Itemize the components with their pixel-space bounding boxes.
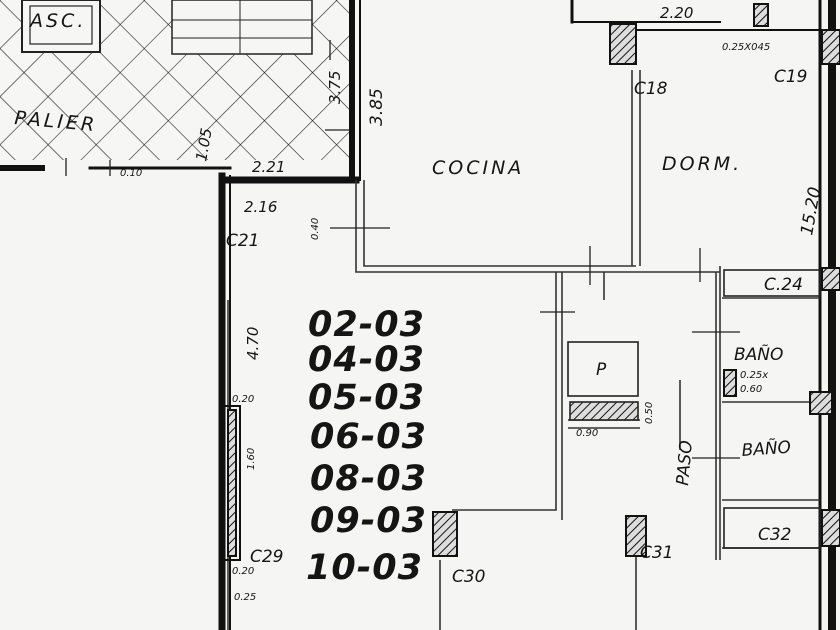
dimension-4-70: 4.70 (244, 327, 262, 360)
dimension-1-60: 1.60 (246, 448, 257, 470)
dimension-2-20: 2.20 (660, 4, 693, 22)
dimension-2-16: 2.16 (244, 198, 277, 216)
column-label-c24: C.24 (764, 275, 803, 295)
room-label-cocina: COCINA (432, 157, 524, 179)
dimension-0-40: 0.40 (310, 218, 321, 240)
room-label-paso: PASO (673, 440, 697, 487)
dimension-0-20-top: 0.20 (232, 394, 254, 405)
room-label-asc: ASC. (28, 10, 86, 32)
dimension-1-05: 1.05 (192, 127, 216, 163)
columns (223, 3, 840, 561)
column-label-c31: C31 (640, 543, 674, 563)
dimension-0-10: 0.10 (120, 168, 142, 179)
fixture-label-p: P (596, 360, 607, 380)
dimension-0-50: 0.50 (644, 402, 655, 424)
dimension-0-25x-line2: 0.60 (740, 384, 762, 395)
dimension-3-85: 3.85 (367, 88, 387, 126)
unit-number: 06-03 (310, 417, 427, 457)
column-label-c21: C21 (226, 231, 260, 251)
unit-number: 04-03 (308, 340, 425, 380)
room-label-bano-2: BAÑO (741, 436, 792, 461)
unit-number: 09-03 (310, 501, 427, 541)
unit-list: 02-03 04-03 05-03 06-03 08-03 09-03 10-0… (306, 305, 427, 588)
room-label-bano-1: BAÑO (734, 343, 783, 365)
unit-number: 05-03 (308, 378, 425, 418)
room-label-dorm: DORM. (662, 153, 742, 175)
dimension-0-25x-line1: 0.25x (740, 370, 768, 381)
fixtures (567, 269, 821, 549)
dimension-0-90: 0.90 (576, 428, 598, 439)
unit-number: 10-03 (306, 548, 423, 588)
dimension-025x045: 0.25X045 (722, 42, 770, 53)
column-label-c29: C29 (250, 547, 284, 567)
palier-floor (0, 0, 352, 160)
column-label-c18: C18 (634, 79, 668, 99)
dimension-0-25: 0.25 (234, 592, 256, 603)
unit-number: 02-03 (308, 305, 425, 345)
unit-number: 08-03 (310, 459, 427, 499)
dimension-3-75: 3.75 (326, 71, 344, 104)
dimension-2-21: 2.21 (252, 158, 285, 176)
windows (65, 40, 740, 459)
dimension-0-20-bottom: 0.20 (232, 566, 254, 577)
column-label-c19: C19 (774, 67, 808, 87)
column-label-c30: C30 (452, 567, 486, 587)
column-label-c32: C32 (758, 525, 792, 545)
